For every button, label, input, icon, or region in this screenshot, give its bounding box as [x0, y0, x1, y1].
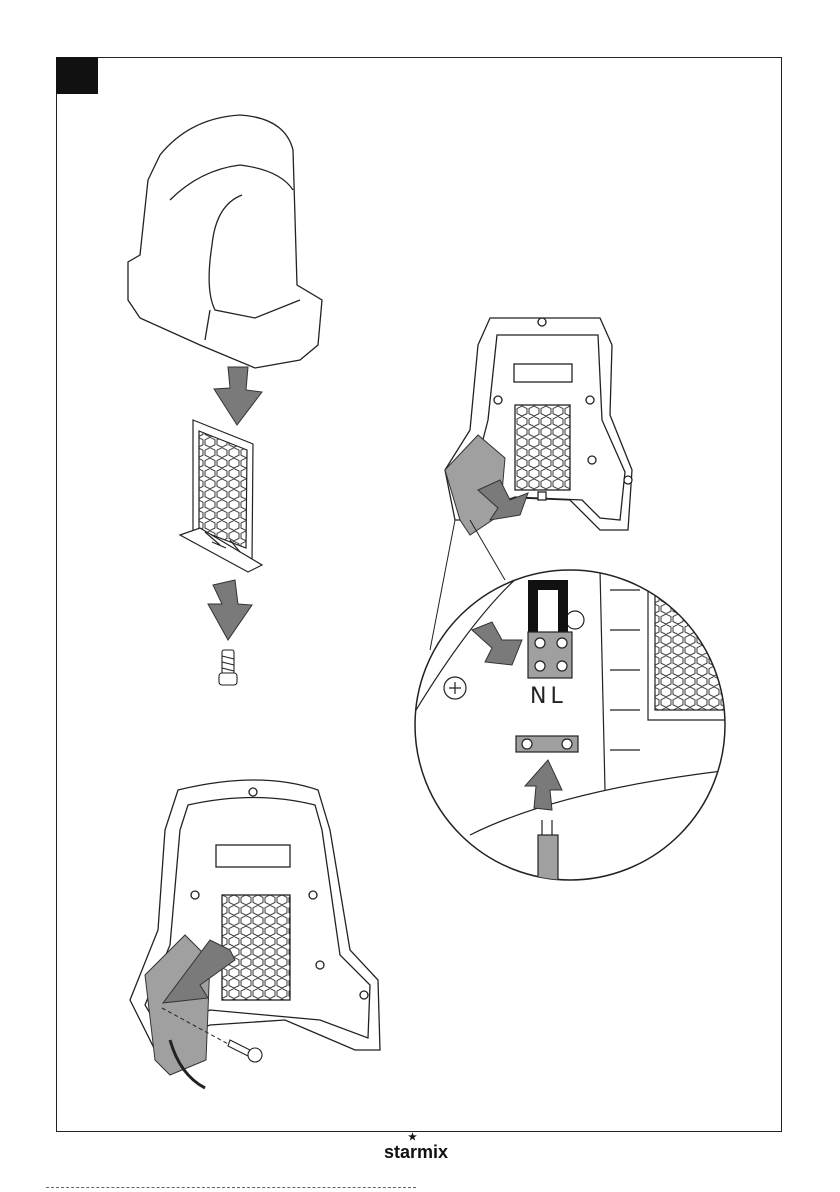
arrow-down-icon: [208, 580, 252, 640]
screw-icon: [219, 650, 237, 685]
brand-logo: ★ starmix: [384, 1136, 464, 1166]
terminal-labels: NL: [530, 684, 590, 710]
logo-text: starmix: [384, 1142, 448, 1163]
cover-housing: [128, 115, 322, 368]
arrow-down-icon: [214, 367, 262, 425]
screw-icon: [228, 1040, 262, 1062]
filter-grille: [180, 420, 262, 572]
terminal-label-neutral: N: [530, 684, 550, 709]
magnified-detail: [410, 570, 735, 885]
terminal-label-live: L: [550, 684, 566, 709]
footer-divider: [46, 1187, 416, 1188]
